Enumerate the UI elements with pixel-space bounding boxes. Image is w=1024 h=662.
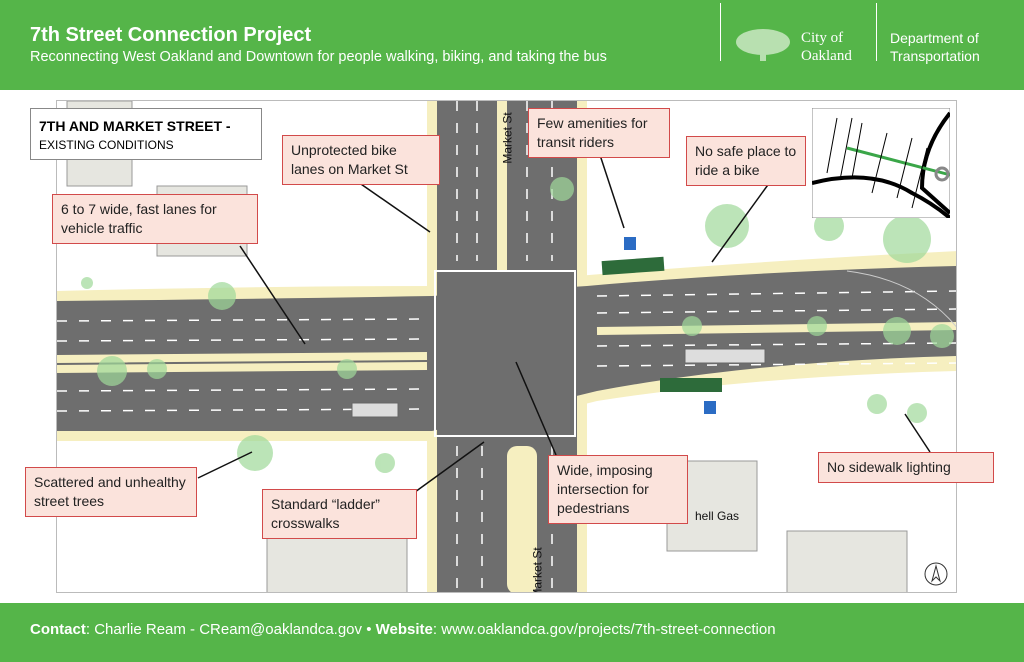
street-label-market-south: Market St — [530, 547, 545, 593]
panel-title: 7TH AND MARKET STREET - — [39, 118, 231, 134]
page-subtitle: Reconnecting West Oakland and Downtown f… — [30, 49, 607, 65]
header: 7th Street Connection Project Reconnecti… — [0, 0, 1024, 90]
oak-tree-logo-icon — [736, 29, 790, 61]
street-label-market-north: Market St — [500, 112, 515, 164]
locator-inset-map — [812, 108, 950, 218]
intersection-map: Market St Market St hell Gas — [56, 100, 957, 593]
divider — [876, 3, 877, 61]
callout-fast-lanes: 6 to 7 wide, fast lanes for vehicle traf… — [52, 194, 258, 244]
department-label: Department of Transportation — [890, 29, 980, 65]
callout-street-trees: Scattered and unhealthy street trees — [25, 467, 197, 517]
city-line2: Oakland — [801, 48, 852, 64]
page-title: 7th Street Connection Project — [30, 24, 312, 46]
city-of-oakland-logo: City of Oakland — [801, 29, 852, 65]
contact-label: Contact — [30, 621, 86, 638]
callout-intersection: Wide, imposing intersection for pedestri… — [548, 455, 688, 524]
website-link[interactable]: www.oaklandca.gov/projects/7th-street-co… — [441, 621, 776, 638]
separator: • — [366, 621, 372, 638]
contact-info[interactable]: Charlie Ream - CReam@oaklandca.gov — [94, 621, 363, 638]
website-label: Website — [375, 621, 433, 638]
city-line1: City of — [801, 30, 844, 46]
dept-line1: Department of — [890, 30, 979, 46]
callout-sidewalk-lighting: No sidewalk lighting — [818, 452, 994, 483]
callout-transit-amenities: Few amenities for transit riders — [528, 108, 670, 158]
panel-subtitle: EXISTING CONDITIONS — [39, 138, 174, 152]
north-arrow-icon — [924, 562, 948, 586]
divider — [720, 3, 721, 61]
map-title-panel: 7TH AND MARKET STREET - EXISTING CONDITIO… — [30, 108, 262, 160]
callout-bike-safety: No safe place to ride a bike — [686, 136, 806, 186]
callout-crosswalks: Standard “ladder” crosswalks — [262, 489, 417, 539]
footer: Contact: Charlie Ream - CReam@oaklandca.… — [0, 603, 1024, 662]
callout-bike-lanes: Unprotected bike lanes on Market St — [282, 135, 440, 185]
gas-station-label: hell Gas — [695, 509, 740, 523]
dept-line2: Transportation — [890, 48, 980, 64]
